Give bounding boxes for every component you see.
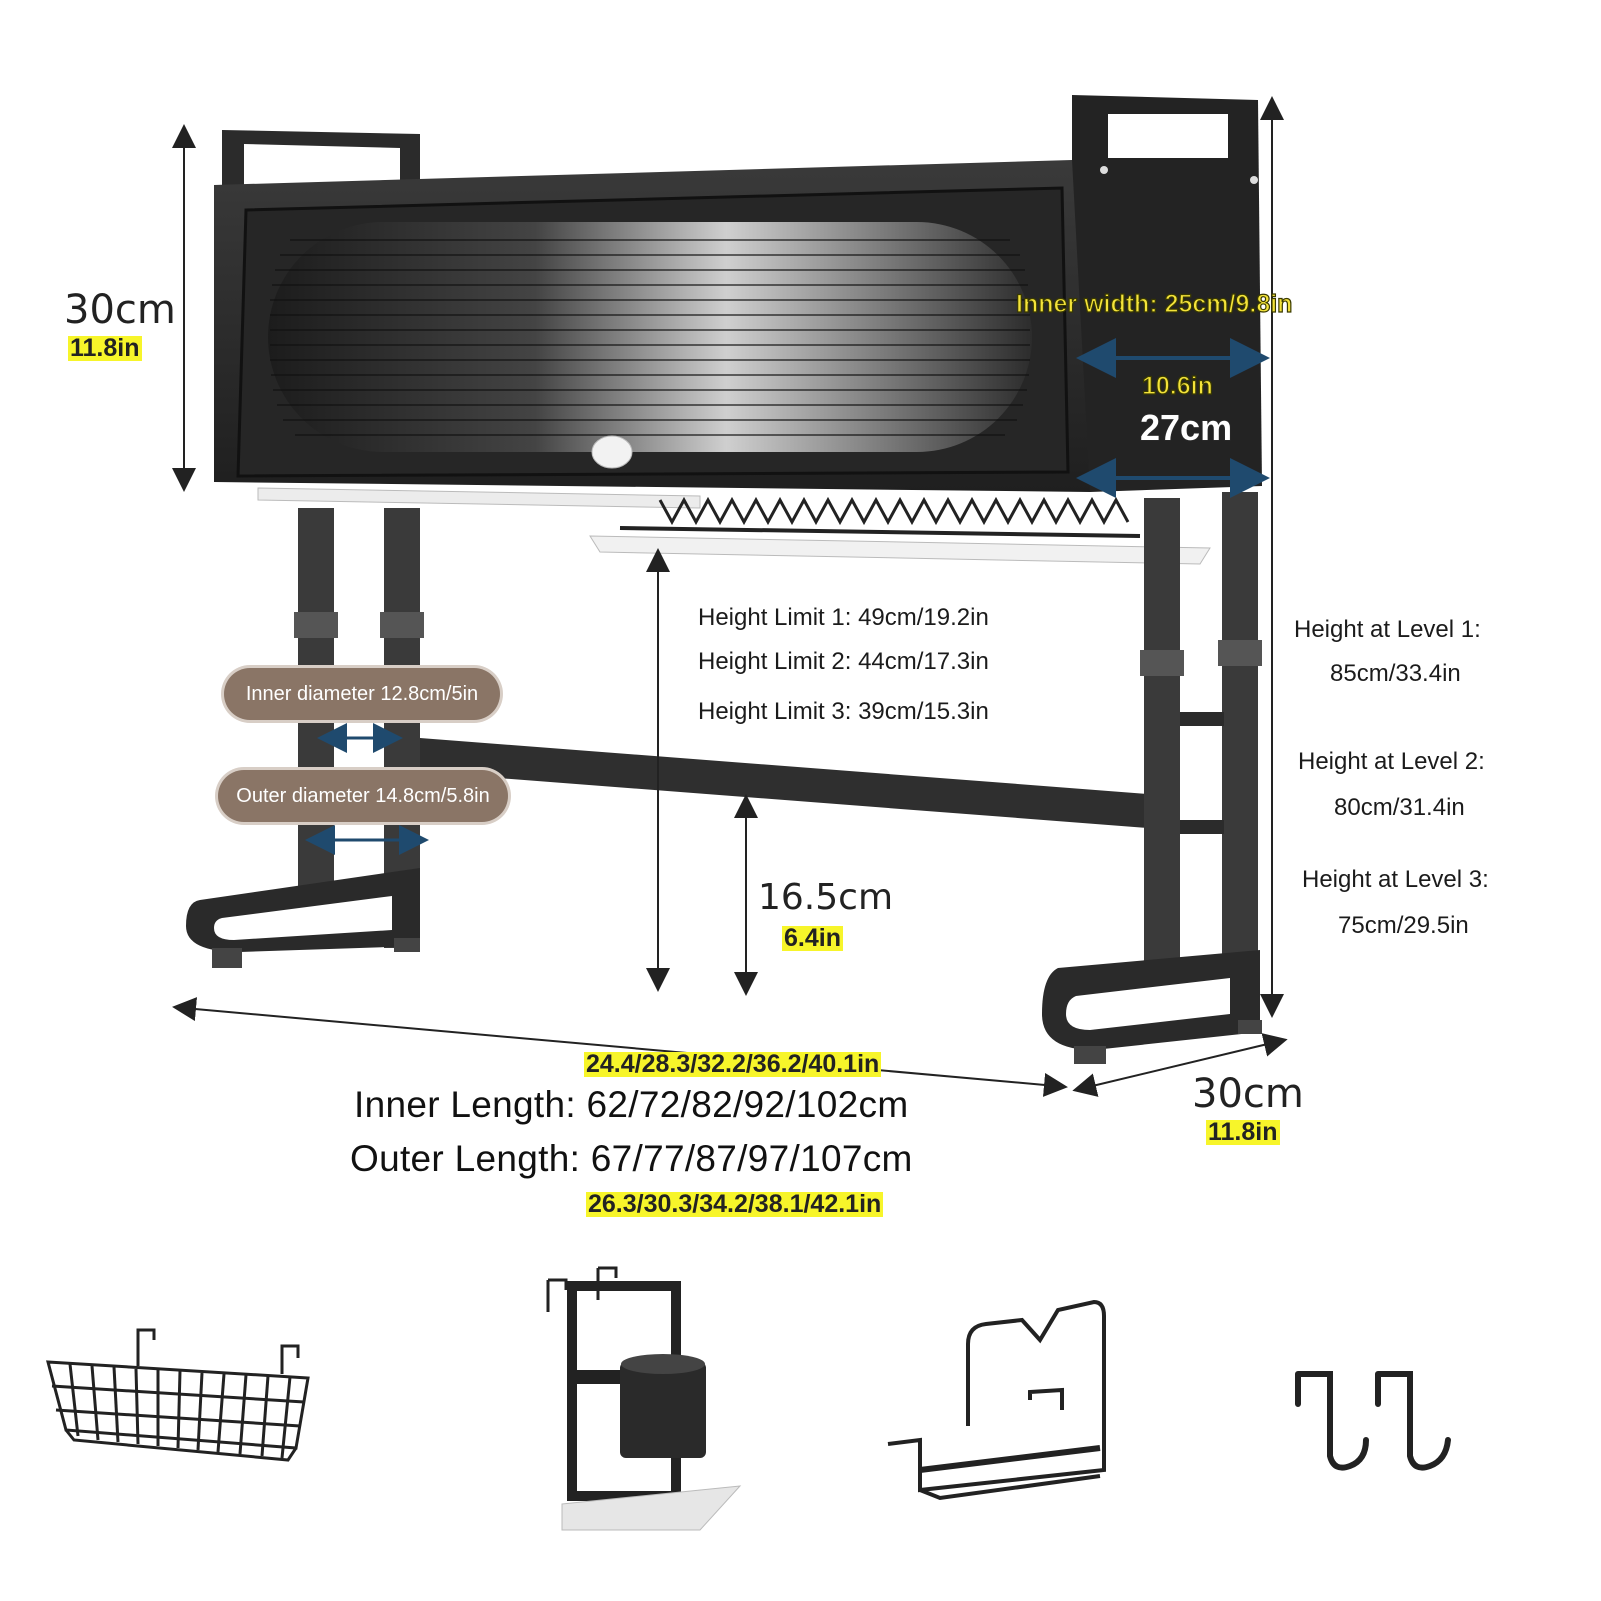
top-height-cm: 30cm [64,287,176,333]
depth-in: 11.8in [1206,1118,1280,1146]
inner-length-in: 24.4/28.3/32.2/36.2/40.1in [584,1050,882,1078]
level-3-value: 75cm/29.5in [1338,912,1469,939]
level-1-value: 85cm/33.4in [1330,660,1461,687]
cutting-board-holder-icon [887,1299,1106,1501]
utensil-holder-icon [546,1266,742,1531]
inner-width-label: Inner width: 25cm/9.8in [1015,290,1293,318]
level-3-title: Height at Level 3: [1302,866,1489,893]
outer-length-in: 26.3/30.3/34.2/38.1/42.1in [586,1190,884,1218]
width-cm: 27cm [1139,407,1233,448]
level-2-value: 80cm/31.4in [1334,794,1465,821]
cabinet [214,95,1262,565]
outer-diameter-badge: Outer diameter 14.8cm/5.8in [218,770,508,822]
height-limit-2: Height Limit 2: 44cm/17.3in [698,648,989,675]
outer-length: Outer Length: 67/77/87/97/107cm [350,1138,913,1179]
bottom-clearance-cm: 16.5cm [758,877,894,918]
depth-cm: 30cm [1192,1071,1304,1117]
width-arrows [305,338,1270,855]
inner-diameter-badge: Inner diameter 12.8cm/5in [224,668,500,720]
inner-length: Inner Length: 62/72/82/92/102cm [354,1084,909,1125]
top-height-in: 11.8in [68,334,142,362]
bottom-clearance-in: 6.4in [782,924,843,952]
width-in: 10.6in [1141,372,1213,400]
dimension-arrows [172,96,1288,1097]
height-limit-3: Height Limit 3: 39cm/15.3in [698,698,989,725]
height-limit-1: Height Limit 1: 49cm/19.2in [698,604,989,631]
level-1-title: Height at Level 1: [1294,616,1481,643]
hooks-icon [1295,1371,1451,1471]
wire-basket-icon [46,1328,310,1462]
level-2-title: Height at Level 2: [1298,748,1485,775]
